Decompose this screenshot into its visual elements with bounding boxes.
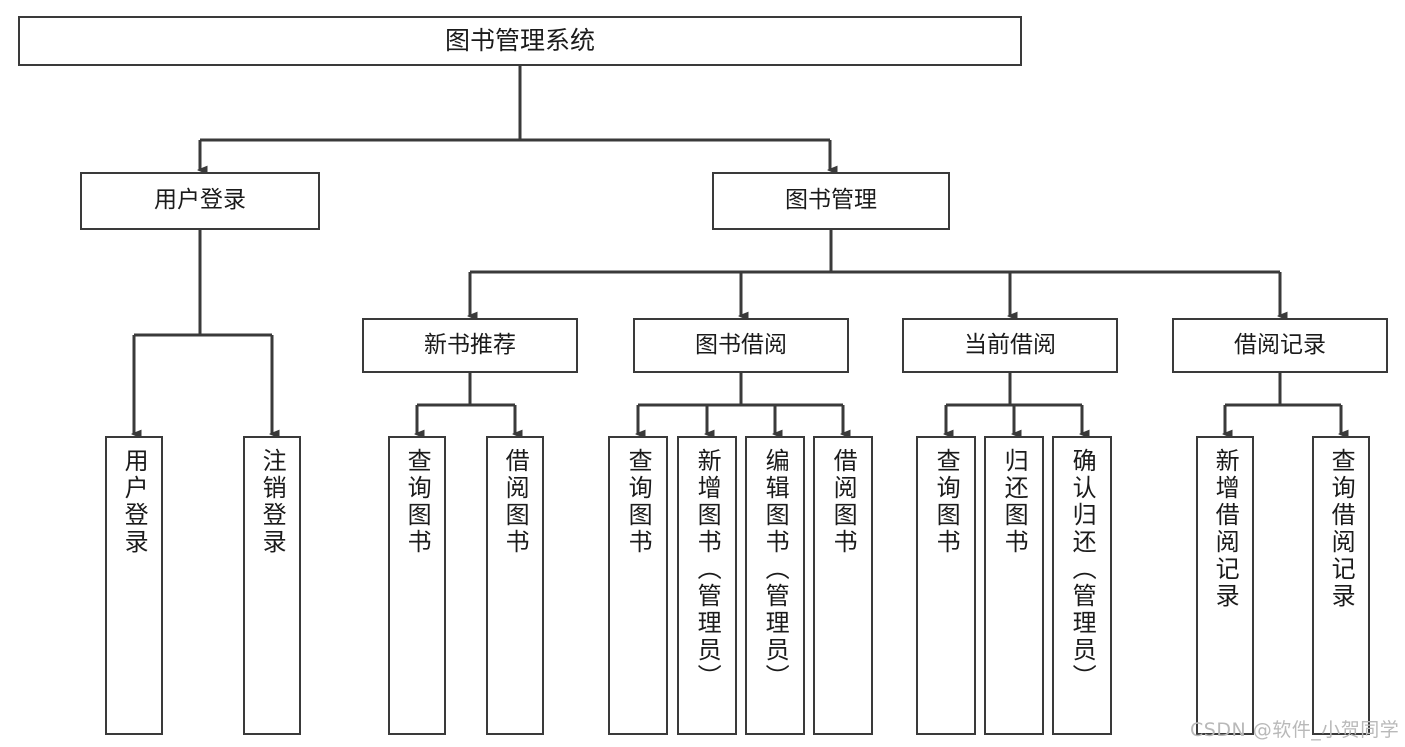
node-leaf-query-record-label: 查询借阅记录 xyxy=(1327,448,1356,610)
node-leaf-query-book-3[interactable]: 查询图书 xyxy=(916,436,976,735)
node-book-borrow[interactable]: 图书借阅 xyxy=(633,318,849,373)
csdn-watermark: CSDN @软件_小贺同学 xyxy=(1190,719,1400,741)
node-leaf-query-book-1-label: 查询图书 xyxy=(403,448,432,556)
node-leaf-add-record[interactable]: 新增借阅记录 xyxy=(1196,436,1254,735)
node-leaf-borrow-book-1[interactable]: 借阅图书 xyxy=(486,436,544,735)
node-leaf-borrow-book-2-label: 借阅图书 xyxy=(829,448,858,556)
node-leaf-user-logout[interactable]: 注销登录 xyxy=(243,436,301,735)
node-leaf-user-login[interactable]: 用户登录 xyxy=(105,436,163,735)
node-leaf-query-book-2[interactable]: 查询图书 xyxy=(608,436,668,735)
node-leaf-confirm-return-label: 确认归还（管理员） xyxy=(1068,448,1097,691)
node-new-book-recommend-label: 新书推荐 xyxy=(424,331,516,358)
node-leaf-user-logout-label: 注销登录 xyxy=(258,448,287,556)
node-leaf-add-book[interactable]: 新增图书（管理员） xyxy=(677,436,737,735)
node-borrow-record[interactable]: 借阅记录 xyxy=(1172,318,1388,373)
node-leaf-user-login-label: 用户登录 xyxy=(120,448,149,556)
node-book-manage[interactable]: 图书管理 xyxy=(712,172,950,230)
node-book-borrow-label: 图书借阅 xyxy=(695,331,787,358)
node-current-borrow[interactable]: 当前借阅 xyxy=(902,318,1118,373)
node-user-login-label: 用户登录 xyxy=(154,187,246,214)
node-leaf-edit-book-label: 编辑图书（管理员） xyxy=(761,448,790,691)
node-root-label: 图书管理系统 xyxy=(444,26,595,56)
node-leaf-return-book[interactable]: 归还图书 xyxy=(984,436,1044,735)
node-current-borrow-label: 当前借阅 xyxy=(964,331,1056,358)
node-leaf-edit-book[interactable]: 编辑图书（管理员） xyxy=(745,436,805,735)
node-new-book-recommend[interactable]: 新书推荐 xyxy=(362,318,578,373)
node-root[interactable]: 图书管理系统 xyxy=(18,16,1022,66)
node-user-login[interactable]: 用户登录 xyxy=(80,172,320,230)
node-leaf-return-book-label: 归还图书 xyxy=(1000,448,1029,556)
node-leaf-query-book-3-label: 查询图书 xyxy=(932,448,961,556)
node-leaf-borrow-book-1-label: 借阅图书 xyxy=(501,448,530,556)
node-leaf-query-book-2-label: 查询图书 xyxy=(624,448,653,556)
node-leaf-borrow-book-2[interactable]: 借阅图书 xyxy=(813,436,873,735)
node-leaf-add-record-label: 新增借阅记录 xyxy=(1211,448,1240,610)
node-leaf-add-book-label: 新增图书（管理员） xyxy=(693,448,722,691)
node-book-manage-label: 图书管理 xyxy=(785,187,877,214)
node-leaf-query-record[interactable]: 查询借阅记录 xyxy=(1312,436,1370,735)
node-leaf-confirm-return[interactable]: 确认归还（管理员） xyxy=(1052,436,1112,735)
node-leaf-query-book-1[interactable]: 查询图书 xyxy=(388,436,446,735)
node-borrow-record-label: 借阅记录 xyxy=(1234,331,1326,358)
